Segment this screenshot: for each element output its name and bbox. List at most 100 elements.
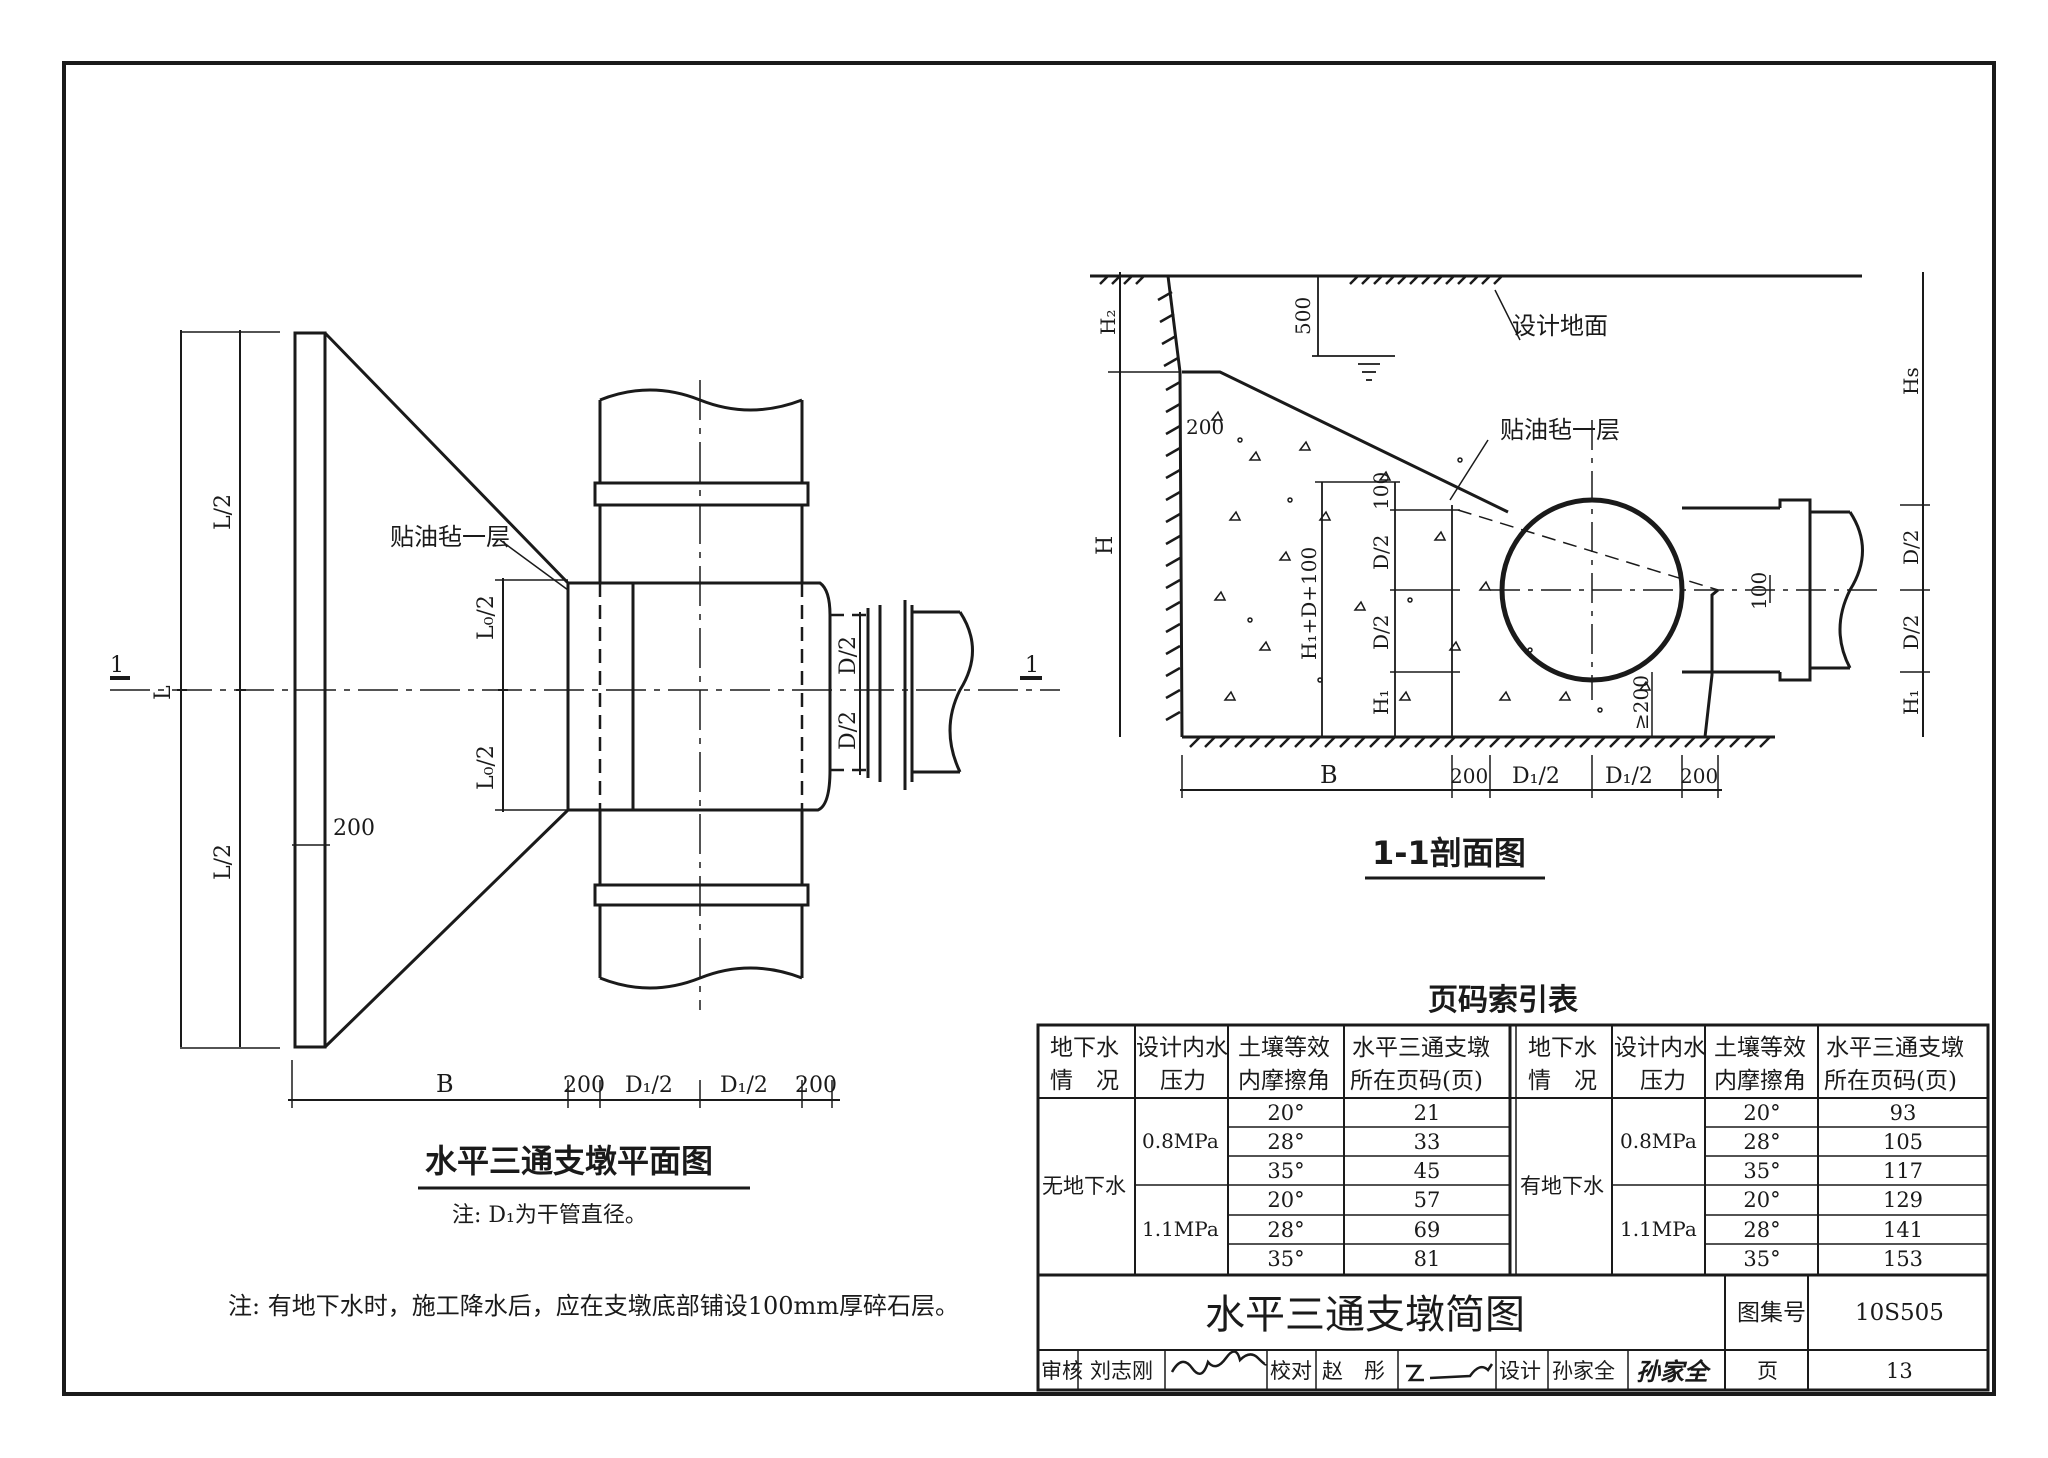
hdr-pressure-l2: 压力 [1160, 1068, 1206, 1094]
hdr-groundwater-r1: 地下水 [1528, 1035, 1597, 1061]
cell-pressure-with-0: 0.8MPa [1620, 1129, 1697, 1153]
cell-page: 141 [1883, 1218, 1923, 1242]
plan-label-B: B [436, 1070, 454, 1098]
cell-page: 57 [1414, 1188, 1441, 1212]
plan-block-lower-edge [323, 808, 570, 1049]
page-number: 13 [1886, 1359, 1913, 1383]
cell-angle: 20° [1743, 1188, 1780, 1212]
sect-label-200-a: 200 [1450, 764, 1488, 788]
sect-label-H: H [1093, 536, 1118, 555]
sect-label-200-b: 200 [1680, 764, 1718, 788]
plan-label-D1-half-a: D₁/2 [625, 1073, 673, 1098]
cell-pressure-none-1: 1.1MPa [1142, 1217, 1219, 1241]
checker-signature [1406, 1363, 1494, 1382]
cell-angle: 28° [1743, 1218, 1780, 1242]
concrete-texture [1210, 410, 1652, 713]
hdr-angle-r1: 土壤等效 [1714, 1035, 1806, 1061]
cell-angle: 20° [1743, 1101, 1780, 1125]
cell-page: 21 [1414, 1101, 1441, 1125]
sect-label-200-wall: 200 [1186, 415, 1224, 439]
atlas-label: 图集号 [1737, 1300, 1806, 1326]
cell-angle: 35° [1743, 1159, 1780, 1183]
concrete-block [1182, 370, 1719, 738]
plan-branch-pipe [866, 600, 974, 790]
plan-label-felt: 贴油毡一层 [390, 523, 510, 551]
review-label: 审核 [1041, 1359, 1083, 1383]
sect-label-Hs: Hs [1899, 367, 1923, 395]
plan-block-upper-edge [323, 331, 570, 585]
hdr-pressure-l1: 设计内水 [1136, 1035, 1228, 1061]
plan-label-L-half-top: L/2 [211, 494, 236, 530]
plan-label-D-half-bottom: D/2 [836, 711, 861, 750]
hdr-page-r2: 所在页码(页) [1824, 1068, 1957, 1094]
plan-main-pipe [593, 388, 810, 990]
sect-label-ge-200: ≥200 [1629, 675, 1653, 730]
plan-label-D1-half-b: D₁/2 [720, 1073, 768, 1098]
sect-label-D-half-right-b: D/2 [1899, 615, 1923, 651]
hdr-angle-l2: 内摩擦角 [1238, 1068, 1330, 1094]
cell-page: 69 [1414, 1218, 1441, 1242]
reviewer-signature [1170, 1350, 1268, 1375]
section-view-title: 1-1剖面图 [1372, 834, 1526, 872]
cell-condition-none: 无地下水 [1042, 1174, 1126, 1198]
plan-view: L/2 L/2 L 1 1 L₀/2 L₀/2 D/2 D/2 200 贴油毡一… [110, 330, 1060, 1228]
plan-label-L: L [151, 685, 176, 700]
cell-angle: 28° [1743, 1130, 1780, 1154]
hdr-page-l2: 所在页码(页) [1350, 1068, 1483, 1094]
sect-label-500: 500 [1291, 297, 1315, 335]
hdr-angle-r2: 内摩擦角 [1714, 1068, 1806, 1094]
title-block: 水平三通支墩简图 图集号 10S505 审核 刘志刚 校对 赵 彤 设计 孙家全… [1036, 1273, 1990, 1392]
checker-name: 赵 彤 [1322, 1359, 1385, 1383]
sect-label-D1-half-b: D₁/2 [1605, 764, 1653, 789]
sect-label-D-half-a: D/2 [1369, 535, 1393, 571]
section-view: H₂ H 500 设计地面 Hs 贴油毡一层 200 H₁+D+100 100 … [1090, 272, 1930, 880]
cell-page: 153 [1883, 1247, 1923, 1271]
cell-angle: 35° [1267, 1159, 1304, 1183]
cell-angle: 20° [1267, 1188, 1304, 1212]
reviewer-name: 刘志刚 [1090, 1359, 1153, 1383]
plan-label-200-b: 200 [795, 1073, 837, 1098]
hdr-page-r1: 水平三通支墩 [1826, 1035, 1964, 1061]
general-note: 注: 有地下水时，施工降水后，应在支墩底部铺设100mm厚碎石层。 [228, 1292, 959, 1320]
cell-page: 117 [1883, 1159, 1923, 1183]
hdr-angle-l1: 土壤等效 [1238, 1035, 1330, 1061]
designer-name: 孙家全 [1552, 1359, 1615, 1383]
plan-label-L-half-bottom: L/2 [211, 844, 236, 880]
sheet-frame [62, 61, 1996, 1396]
sect-label-H2: H₂ [1096, 310, 1120, 335]
cell-page: 129 [1883, 1188, 1923, 1212]
sect-label-D1-half-a: D₁/2 [1512, 764, 1560, 789]
hdr-groundwater-r2: 情 况 [1528, 1068, 1597, 1094]
cell-angle: 28° [1267, 1218, 1304, 1242]
sect-label-H1-right: H₁ [1899, 690, 1923, 715]
cell-condition-with: 有地下水 [1520, 1174, 1604, 1198]
index-table: 页码索引表 地下水 情 况 设计内水 压力 土壤等效 内摩擦角 水平三 [1036, 983, 1990, 1277]
page-label: 页 [1757, 1359, 1778, 1383]
plan-label-200-side: 200 [333, 816, 375, 841]
plan-label-200-a: 200 [563, 1073, 605, 1098]
cell-angle: 35° [1267, 1247, 1304, 1271]
ground-hatch [1099, 275, 1503, 285]
drawing-title: 水平三通支墩简图 [1205, 1292, 1525, 1338]
plan-view-title: 水平三通支墩平面图 [425, 1142, 713, 1180]
sect-label-100-top: 100 [1369, 472, 1393, 510]
plan-section-mark-right: 1 [1025, 653, 1039, 678]
plan-view-note: 注: D₁为干管直径。 [452, 1203, 647, 1228]
plan-tee-body [633, 581, 832, 812]
cell-page: 33 [1414, 1130, 1441, 1154]
hdr-groundwater-l1: 地下水 [1050, 1035, 1119, 1061]
cell-angle: 35° [1743, 1247, 1780, 1271]
plan-section-mark-left: 1 [110, 653, 124, 678]
hdr-pressure-r2: 压力 [1640, 1068, 1686, 1094]
sect-label-H1-inner: H₁ [1369, 690, 1393, 715]
sect-label-D-half-b: D/2 [1369, 615, 1393, 651]
sect-label-H1-D-100: H₁+D+100 [1297, 547, 1321, 660]
sect-label-ground: 设计地面 [1512, 312, 1608, 340]
plan-label-L0-half-top: L₀/2 [474, 595, 499, 640]
sect-label-100-branch: 100 [1747, 572, 1771, 610]
cell-page: 93 [1890, 1101, 1917, 1125]
cell-page: 81 [1414, 1247, 1441, 1271]
hdr-groundwater-l2: 情 况 [1050, 1068, 1119, 1094]
check-label: 校对 [1270, 1359, 1312, 1383]
